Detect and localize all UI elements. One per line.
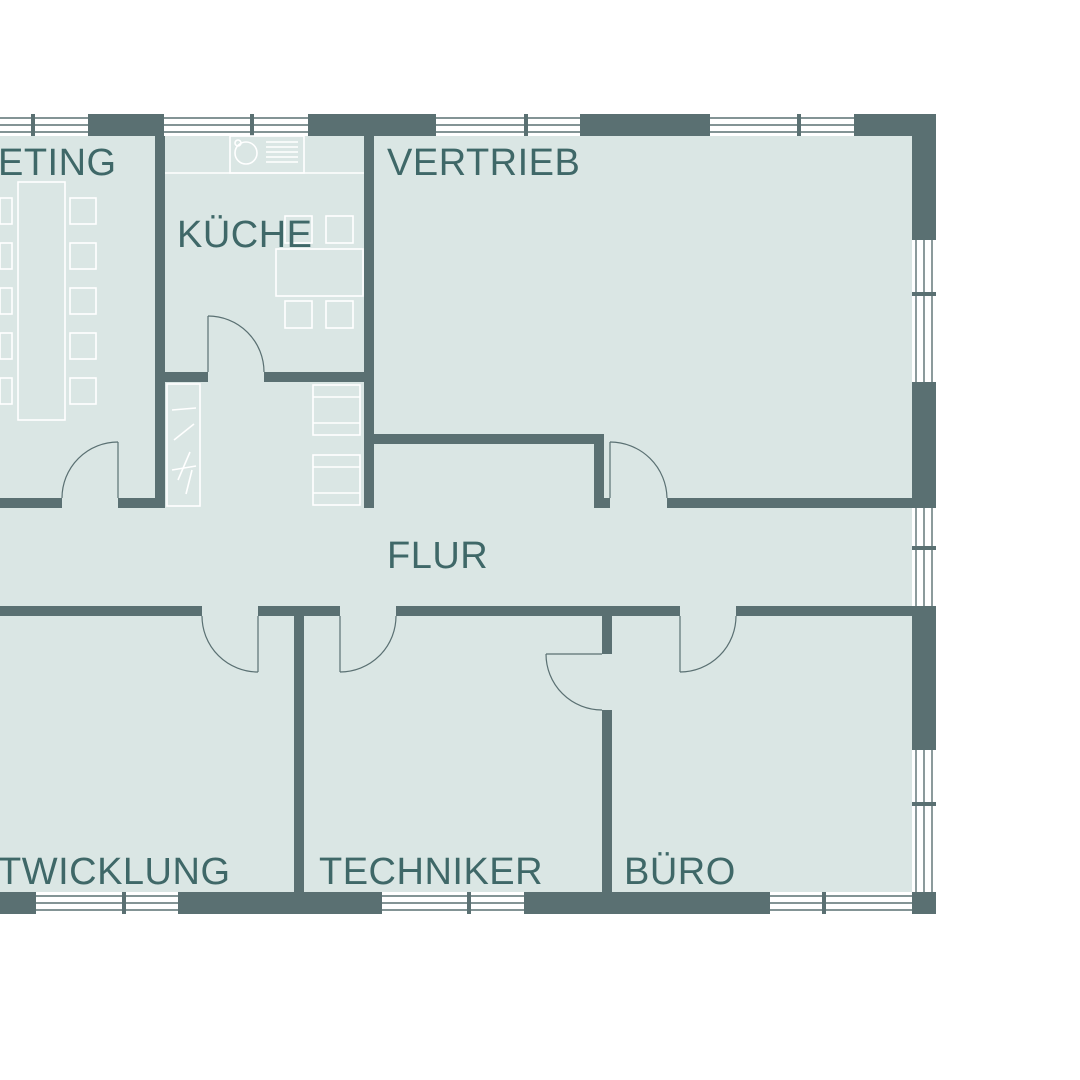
room-label-buero: BÜRO — [624, 851, 736, 893]
room-label-kueche: KÜCHE — [177, 214, 313, 256]
windows-right — [912, 240, 936, 892]
room-label-entwicklung: TWICKLUNG — [0, 851, 231, 893]
hallway-furniture — [166, 383, 361, 507]
room-label-vertrieb: VERTRIEB — [387, 142, 580, 184]
floor-area — [0, 114, 936, 914]
room-label-flur: FLUR — [387, 535, 488, 577]
interior-walls — [0, 136, 912, 892]
room-label-techniker: TECHNIKER — [319, 851, 543, 893]
windows-top — [0, 114, 854, 136]
windows-bottom — [36, 892, 912, 914]
meeting-table-furniture — [0, 181, 97, 421]
doors — [61, 315, 737, 711]
kitchen-furniture — [165, 135, 364, 329]
room-label-meeting: ETING — [0, 142, 117, 184]
